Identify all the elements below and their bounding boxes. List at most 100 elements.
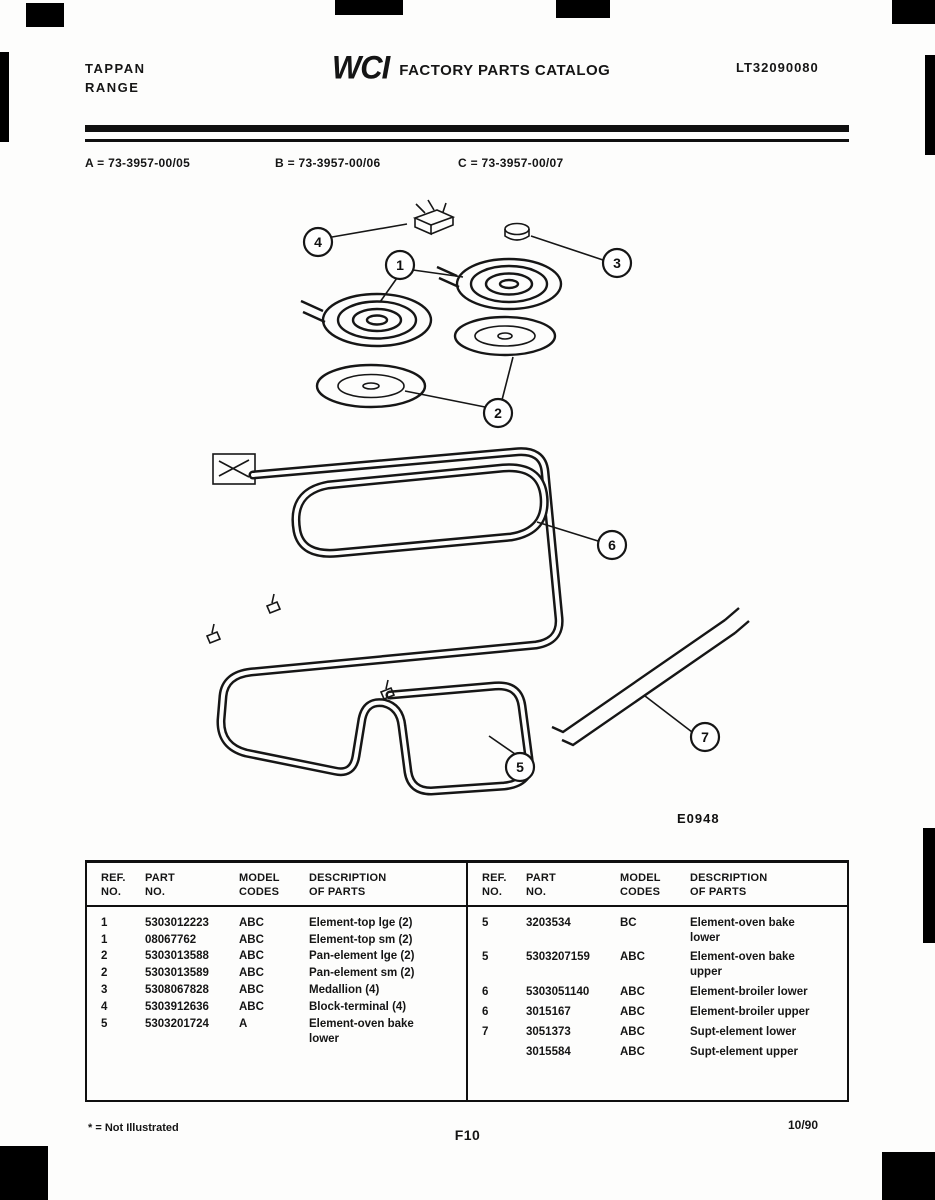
brand-name: TAPPAN RANGE [85,60,146,98]
part-description: Pan-element lge (2) [309,950,415,963]
part-number: 3015584 [526,1046,571,1059]
brand-line-2: RANGE [85,79,140,95]
support-element [551,607,750,747]
model-codes: ABC [620,1026,645,1039]
col-part: PART NO. [526,872,556,899]
part-ref: 6 [482,986,489,999]
parts-table: REF. NO. PART NO. MODEL CODES DESCRIPTIO… [85,860,849,1102]
part-description: Element-oven bake lower [690,916,795,944]
part-ref: 6 [482,1006,489,1019]
model-code-b: B = 73-3957-00/06 [275,156,381,170]
table-row: 5 3203534 BC Element-oven bake lower [482,916,843,946]
callout-leader-lines [331,223,693,755]
col-desc: DESCRIPTION OF PARTS [309,872,387,899]
part-ref: 2 [101,950,108,963]
model-code-c: C = 73-3957-00/07 [458,156,564,170]
parts-table-left: REF. NO. PART NO. MODEL CODES DESCRIPTIO… [87,863,466,1100]
model-codes: ABC [239,967,264,980]
table-row: 2 5303013588 ABC Pan-element lge (2) [101,949,462,964]
footer-date: 10/90 [788,1118,819,1132]
callout-3: 3 [601,247,633,279]
part-number: 5308067828 [145,984,209,997]
table-row: 3 5308067828 ABC Medallion (4) [101,983,462,998]
model-codes: BC [620,916,637,929]
part-ref: 5 [101,1018,108,1031]
page-number: F10 [454,1127,481,1143]
model-codes: ABC [239,916,264,929]
part-number: 3051373 [526,1026,571,1039]
table-row: 7 3051373 ABC Supt-element lower [482,1025,843,1040]
table-row: 5 5303201724 A Element-oven bake lower [101,1017,462,1047]
part-description: Element-broiler upper [690,1006,810,1019]
table-row: 3015584 ABC Supt-element upper [482,1045,843,1060]
svg-text:3: 3 [613,255,621,271]
callout-5: 5 [504,751,536,783]
svg-text:1: 1 [396,257,404,273]
mounting-clip-icon [205,593,396,701]
model-codes: ABC [239,933,264,946]
part-number: 3203534 [526,916,571,929]
table-row: 1 08067762 ABC Element-top sm (2) [101,933,462,948]
col-part: PART NO. [145,872,175,899]
part-number: 5303201724 [145,1018,209,1031]
model-codes: ABC [620,1046,645,1059]
drip-pan [453,315,557,357]
col-ref: REF. NO. [482,872,507,899]
part-description: Medallion (4) [309,984,380,997]
callout-4: 4 [302,226,334,258]
part-ref: 5 [482,916,489,929]
callout-2: 2 [482,397,514,429]
part-description: Block-terminal (4) [309,1001,407,1014]
wci-logo: WCI [332,49,390,86]
table-row: 4 5303912636 ABC Block-terminal (4) [101,1000,462,1015]
callout-6: 6 [596,529,628,561]
part-number: 5303912636 [145,1001,209,1014]
svg-text:6: 6 [608,537,616,553]
table-body: 1 5303012223 ABC Element-top lge (2) 1 0… [87,907,466,1054]
scan-artifact [882,1152,935,1200]
table-row: 5 5303207159 ABC Element-oven bake upper [482,950,843,980]
broil-element [296,468,544,554]
col-ref: REF. NO. [101,872,126,899]
part-ref: 1 [101,933,108,946]
table-body: 5 3203534 BC Element-oven bake lower 5 5… [468,907,847,1070]
model-codes: ABC [620,1006,645,1019]
scan-artifact [26,3,64,27]
model-codes: ABC [239,950,264,963]
part-description: Element-top lge (2) [309,916,413,929]
oven-vent-cap-icon [504,222,530,241]
bake-element [212,452,559,791]
model-codes: ABC [620,986,645,999]
table-header: REF. NO. PART NO. MODEL CODES DESCRIPTIO… [87,863,466,907]
scan-artifact [0,1146,48,1200]
scan-artifact [925,55,935,155]
scan-artifact [923,828,935,943]
model-codes: ABC [620,951,645,964]
terminal-block-icon [412,199,456,236]
catalog-title: FACTORY PARTS CATALOG [399,62,611,79]
part-number: 5303012223 [145,916,209,929]
part-number: 08067762 [145,933,197,946]
figure-code: E0948 [677,811,720,826]
part-number: 5303051140 [526,986,590,999]
part-description: Supt-element upper [690,1046,798,1059]
callout-1: 1 [384,249,416,281]
model-codes: A [239,1018,248,1031]
svg-text:2: 2 [494,405,502,421]
model-codes: ABC [239,1001,264,1014]
part-description: Supt-element lower [690,1026,797,1039]
brand-line-1: TAPPAN [85,61,146,76]
part-description: Element-oven bake lower [309,1018,414,1046]
part-ref: 2 [101,967,108,980]
surface-burner-coil [300,292,433,348]
col-model: MODEL CODES [620,872,661,899]
not-illustrated-note: * = Not Illustrated [88,1122,179,1134]
table-row: 6 5303051140 ABC Element-broiler lower [482,985,843,1000]
part-ref: 3 [101,984,108,997]
table-header: REF. NO. PART NO. MODEL CODES DESCRIPTIO… [468,863,847,907]
col-desc: DESCRIPTION OF PARTS [690,872,768,899]
part-ref: 5 [482,951,489,964]
part-ref: 7 [482,1026,489,1039]
part-ref: 4 [101,1001,108,1014]
scan-artifact [556,0,610,18]
